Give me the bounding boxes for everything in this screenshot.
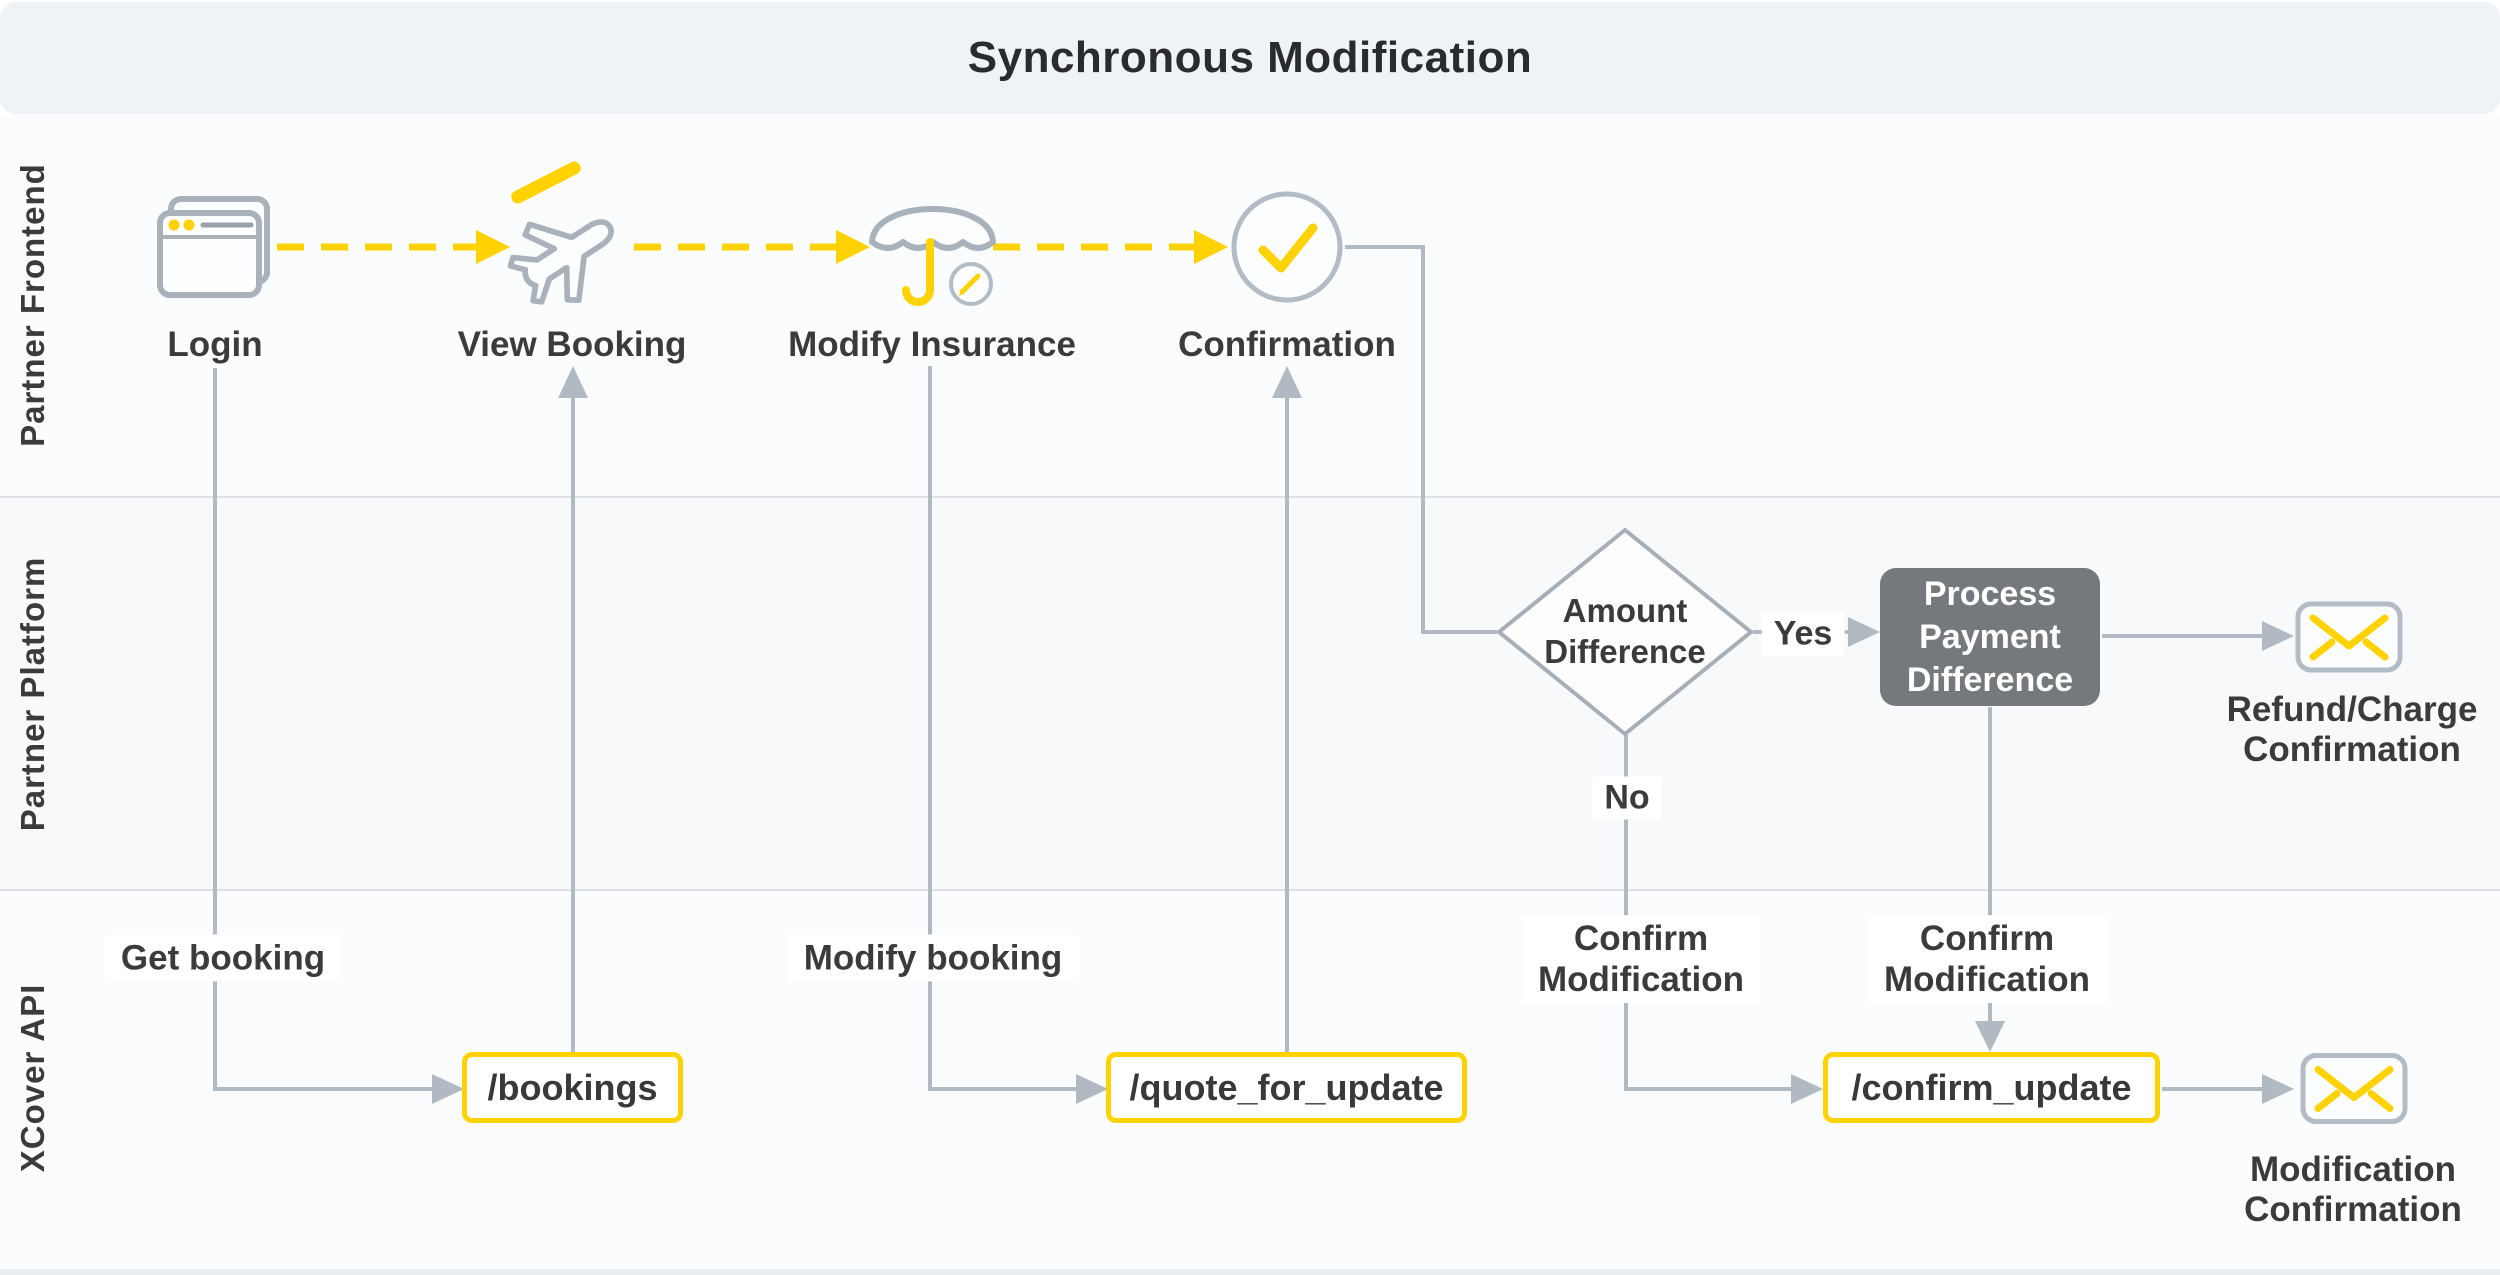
decision-diamond xyxy=(1497,528,1753,736)
connector-login-to-bookings xyxy=(213,368,434,1091)
modification-confirmation-label: Modification Confirmation xyxy=(2244,1150,2462,1230)
pencil-icon xyxy=(959,273,981,295)
airplane-icon xyxy=(507,219,614,305)
endpoint-confirm-update: /confirm_update xyxy=(1823,1052,2160,1123)
browser-window-icon xyxy=(157,196,270,298)
gray-arrowhead-down-confirmupdate xyxy=(1975,1021,2005,1052)
gray-arrowhead-into-modconf-envelope xyxy=(2262,1074,2294,1104)
process-line1: Process xyxy=(1923,574,2057,613)
envelope-icon xyxy=(2300,1053,2408,1124)
browser-dot xyxy=(183,219,195,231)
refund-charge-confirmation-label: Refund/Charge Confirmation xyxy=(2227,690,2478,770)
endpoint-quote-for-update: /quote_for_update xyxy=(1106,1052,1467,1123)
gray-arrowhead-into-refund-envelope xyxy=(2262,621,2294,651)
modconf-line1: Modification xyxy=(2249,1150,2457,1189)
connector-confirmation-to-decision xyxy=(1345,245,1497,634)
yellow-arrowhead xyxy=(836,230,870,264)
gray-arrowhead-up-confirmation xyxy=(1272,366,1302,398)
process-payment-difference-box: Process Payment Difference xyxy=(1880,568,2100,706)
yellow-arrowhead xyxy=(1194,230,1228,264)
umbrella-edit-icon xyxy=(869,206,996,306)
process-line3: Difference xyxy=(1906,660,2074,699)
modconf-line2: Confirmation xyxy=(2244,1190,2462,1229)
confirm-modification-label-left: Confirm Modification xyxy=(1521,915,1761,1003)
confirm-left-line2: Modification xyxy=(1537,960,1745,999)
step-label-view-booking: View Booking xyxy=(457,325,687,364)
browser-dot xyxy=(168,219,180,231)
confirm-left-line1: Confirm xyxy=(1573,919,1709,958)
confirm-right-line1: Confirm xyxy=(1919,919,2055,958)
bottom-edge-strip xyxy=(0,1269,2500,1275)
confirm-modification-label-right: Confirm Modification xyxy=(1867,915,2107,1003)
decision-line2: Difference xyxy=(1544,633,1706,670)
endpoint-bookings: /bookings xyxy=(462,1052,683,1123)
diagram-header: Synchronous Modification xyxy=(0,2,2500,114)
step-label-confirmation: Confirmation xyxy=(1178,325,1396,364)
check-circle-icon xyxy=(1231,191,1343,303)
connector-decision-no-to-confirmupdate xyxy=(1624,735,1793,1091)
step-label-modify-insurance: Modify Insurance xyxy=(788,325,1076,364)
gray-arrowhead-into-quote xyxy=(1076,1074,1108,1104)
envelope-icon xyxy=(2295,601,2403,673)
lane-partner-frontend xyxy=(0,114,2500,497)
umbrella-canopy xyxy=(869,206,996,251)
confirm-right-line2: Modification xyxy=(1883,960,2091,999)
gray-arrowhead-into-confirmupdate xyxy=(1791,1074,1823,1104)
no-label: No xyxy=(1592,776,1662,820)
yes-label: Yes xyxy=(1761,612,1845,656)
modify-booking-label: Modify booking xyxy=(787,934,1079,982)
check-mark xyxy=(1258,223,1318,273)
pencil-tip xyxy=(959,288,966,296)
process-line2: Payment xyxy=(1919,617,2061,656)
gray-arrowhead-up-viewbooking xyxy=(558,366,588,398)
refund-line2: Confirmation xyxy=(2243,730,2461,769)
decision-label: Amount Difference xyxy=(1544,590,1705,672)
yellow-arrowhead xyxy=(476,230,510,264)
lane-divider-2 xyxy=(0,889,2500,891)
decision-line1: Amount xyxy=(1562,592,1688,629)
step-label-login: Login xyxy=(167,325,263,364)
gray-arrowhead-into-bookings xyxy=(432,1074,464,1104)
lane-divider-1 xyxy=(0,496,2500,498)
get-booking-label: Get booking xyxy=(104,934,342,982)
gray-arrowhead-into-processbox xyxy=(1848,617,1880,647)
umbrella-handle xyxy=(902,238,934,306)
page-title: Synchronous Modification xyxy=(967,33,1533,82)
refund-line1: Refund/Charge xyxy=(2226,690,2478,729)
connector-modifyinsurance-to-quote xyxy=(928,366,1078,1091)
